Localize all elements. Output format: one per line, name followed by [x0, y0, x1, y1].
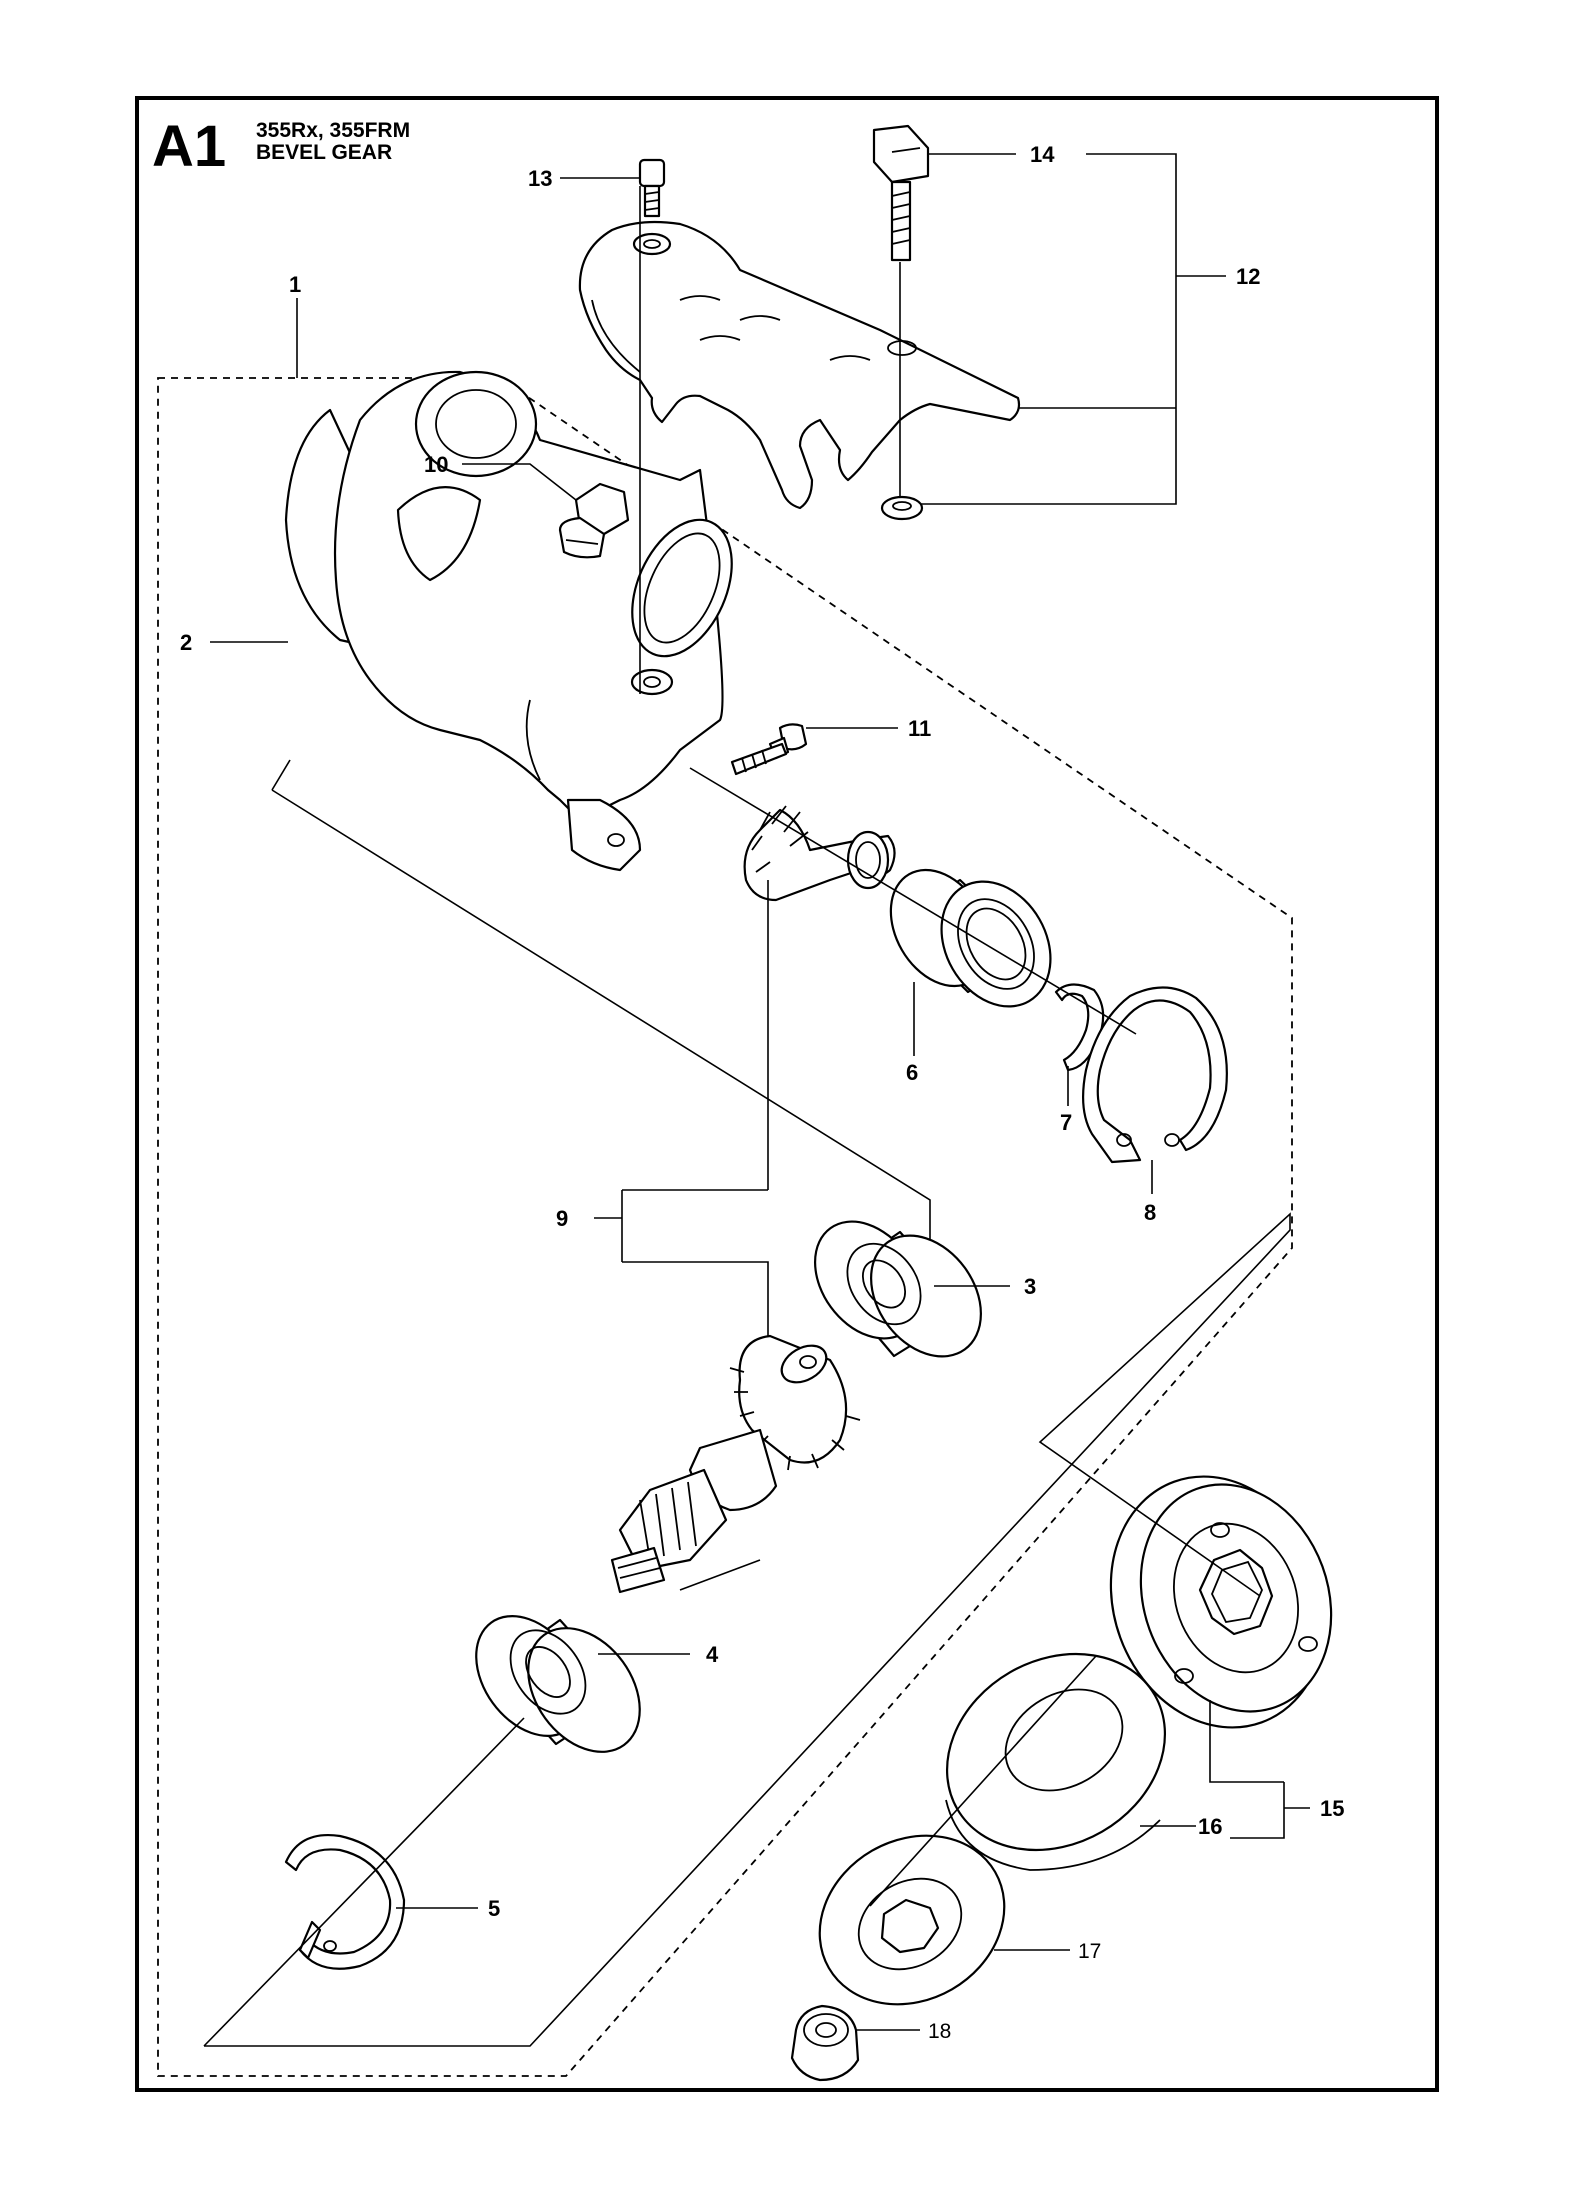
assembly-boundary — [157, 377, 1293, 2077]
section-code: A1 — [152, 114, 227, 179]
callout-5: 5 — [488, 1896, 500, 1921]
part-pinion-shaft — [743, 805, 896, 902]
callout-17: 17 — [1078, 1940, 1101, 1963]
model-list: 355Rx, 355FRM — [256, 119, 411, 142]
callout-labels: 1 2 3 4 5 6 7 8 9 10 11 12 13 14 15 16 1… — [180, 142, 1344, 2043]
callout-9: 9 — [556, 1206, 568, 1231]
leader-lines — [203, 153, 1310, 2047]
callout-8: 8 — [1144, 1200, 1156, 1225]
part-drive-disc — [1109, 1475, 1333, 1729]
callout-14: 14 — [1030, 142, 1055, 167]
callout-18: 18 — [928, 2020, 951, 2043]
part-plug — [558, 482, 630, 559]
callout-1: 1 — [289, 272, 301, 297]
part-flange — [818, 1834, 1006, 2006]
part-nut — [790, 2004, 860, 2082]
part-gear-housing — [284, 370, 733, 872]
part-guard-plate — [578, 220, 1021, 510]
callout-16: 16 — [1198, 1814, 1222, 1839]
callout-3: 3 — [1024, 1274, 1036, 1299]
part-clamp-screw — [872, 124, 930, 262]
callout-6: 6 — [906, 1060, 918, 1085]
part-bearing-4 — [475, 1615, 641, 1753]
diagram-title: BEVEL GEAR — [256, 141, 393, 164]
callout-4: 4 — [706, 1642, 719, 1667]
part-support-cup — [945, 1652, 1167, 1871]
part-bearing-upper — [889, 868, 1052, 1008]
callout-15: 15 — [1320, 1796, 1344, 1821]
part-top-screw — [638, 158, 666, 218]
part-gear-shaft — [610, 1334, 861, 1594]
part-side-screw — [730, 723, 808, 776]
part-washer — [880, 495, 924, 521]
part-bearing-3 — [813, 1220, 982, 1358]
callout-12: 12 — [1236, 264, 1260, 289]
callout-10: 10 — [424, 452, 448, 477]
callout-7: 7 — [1060, 1110, 1072, 1135]
part-circlip-large — [1082, 986, 1228, 1164]
callout-13: 13 — [528, 166, 552, 191]
part-circlip-5 — [284, 1834, 406, 1970]
page-frame — [135, 96, 1439, 2092]
callout-11: 11 — [908, 716, 931, 741]
callout-2: 2 — [180, 630, 192, 655]
